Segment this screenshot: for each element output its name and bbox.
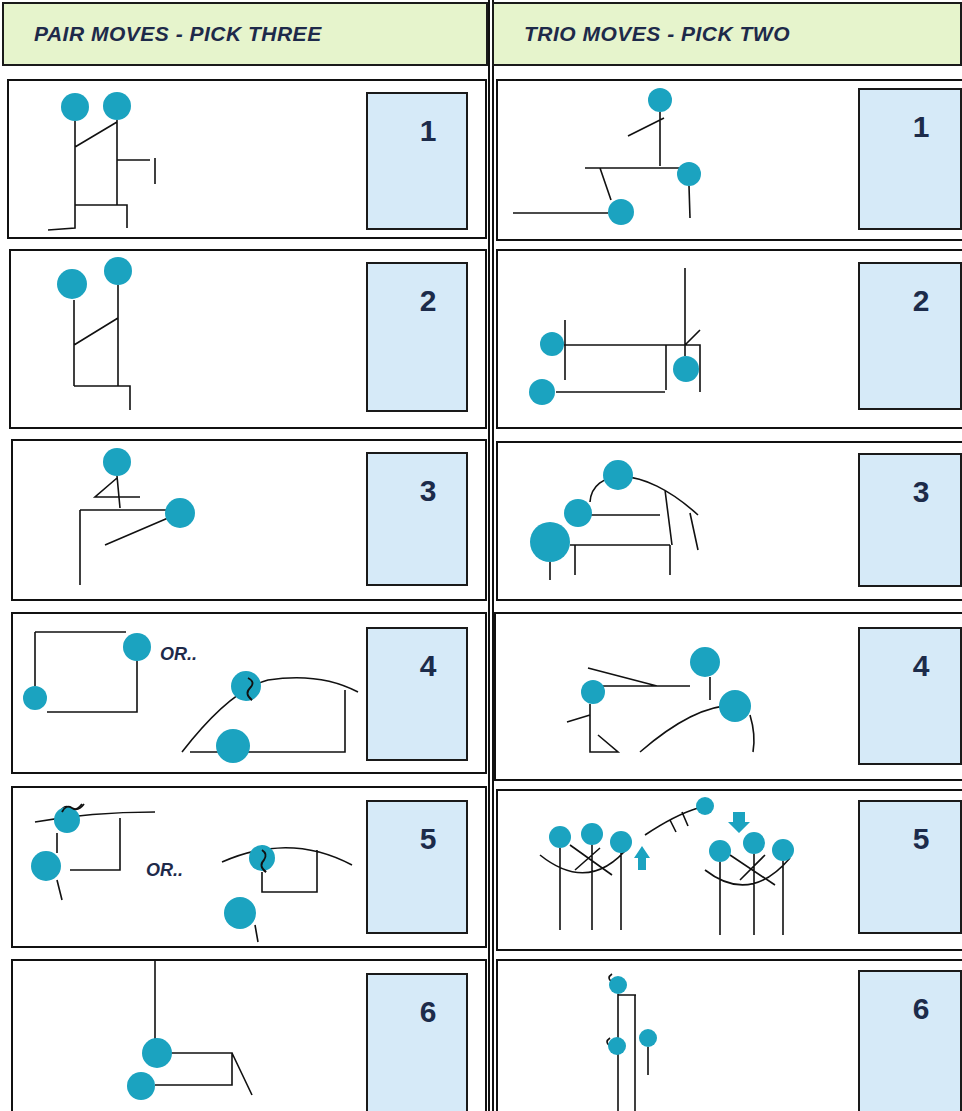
panel-frames xyxy=(8,0,962,1111)
or-label: OR.. xyxy=(146,860,183,881)
node-text: 2 xyxy=(913,284,930,318)
node-text: TRIO MOVES - PICK TWO xyxy=(524,22,790,46)
move-number-box: 1 xyxy=(366,92,468,230)
move-number-box: 4 xyxy=(366,627,468,761)
head-squiggles xyxy=(62,678,266,872)
node-text: 5 xyxy=(420,822,437,856)
move-number-box: 3 xyxy=(858,453,962,587)
node-text: 1 xyxy=(913,110,930,144)
node-text: PAIR MOVES - PICK THREE xyxy=(34,22,322,46)
node-text: 4 xyxy=(913,649,930,683)
move-number-box: 2 xyxy=(858,262,962,410)
node-text: 3 xyxy=(420,474,437,508)
move-number-box: 5 xyxy=(366,800,468,934)
move-number-box: 6 xyxy=(366,973,468,1111)
section-header: TRIO MOVES - PICK TWO xyxy=(492,2,962,66)
move-number-box: 1 xyxy=(858,88,962,230)
move-number-box: 2 xyxy=(366,262,468,412)
node-text: 6 xyxy=(913,992,930,1026)
section-header: PAIR MOVES - PICK THREE xyxy=(2,2,488,66)
node-text: 2 xyxy=(420,284,437,318)
node-text: 4 xyxy=(420,649,437,683)
figure-heads xyxy=(23,88,794,1100)
figure-lines xyxy=(35,112,790,1111)
node-text: 1 xyxy=(420,114,437,148)
move-number-box: 6 xyxy=(858,970,962,1111)
move-number-box: 5 xyxy=(858,800,962,934)
node-text: 5 xyxy=(913,822,930,856)
move-number-box: 3 xyxy=(366,452,468,586)
or-label: OR.. xyxy=(160,644,197,665)
node-text: 3 xyxy=(913,475,930,509)
node-text: 6 xyxy=(420,995,437,1029)
move-number-box: 4 xyxy=(858,627,962,765)
